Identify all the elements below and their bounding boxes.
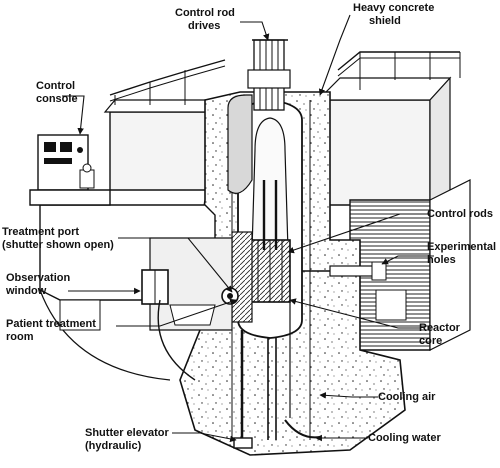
label-control-console-line1: Control [36,80,76,92]
label-experimental-holes-line1: Experimental [427,241,497,253]
label-experimental-holes-line2: holes [427,254,456,266]
label-shutter-elevator-line2: (hydraulic) [85,440,142,452]
label-treatment-port-line1: Treatment port [2,226,80,238]
label-patient-treatment-room-line1: Patient treatment [6,318,96,330]
label-heavy-concrete-shield-line2: shield [369,15,401,27]
label-patient-treatment-room-line2: room [6,331,34,343]
upper-building-right [316,51,461,207]
label-control-rod-drives-line1: Control rod [175,7,235,19]
label-cooling-water: Cooling water [368,432,441,444]
leader-lines [62,14,434,443]
label-treatment-port-line2: (shutter shown open) [2,239,114,251]
label-observation-window-line1: Observation [6,272,71,284]
label-heavy-concrete-shield-line1: Heavy concrete [353,2,435,14]
treatment-room [39,204,239,381]
reflector [231,231,253,323]
label-reactor-core-line2: core [419,335,443,347]
label-control-rods: Control rods [427,208,493,220]
label-control-console-line2: console [36,93,78,105]
reactor-core-graphic [249,180,291,303]
label-observation-window-line2: window [6,285,47,297]
experimental-holes-graphic [302,261,387,281]
label-reactor-core-line1: Reactor [419,322,460,334]
upper-building-left [103,59,226,191]
shutter-elevator-graphic [233,300,321,449]
control-console-graphic [29,134,111,206]
label-shutter-elevator-line1: Shutter elevator [85,427,169,439]
lower-building-right [349,179,471,351]
control-rod-drives [247,39,291,111]
label-control-rod-drives-line2: drives [188,20,221,32]
label-cooling-air: Cooling air [378,391,436,403]
